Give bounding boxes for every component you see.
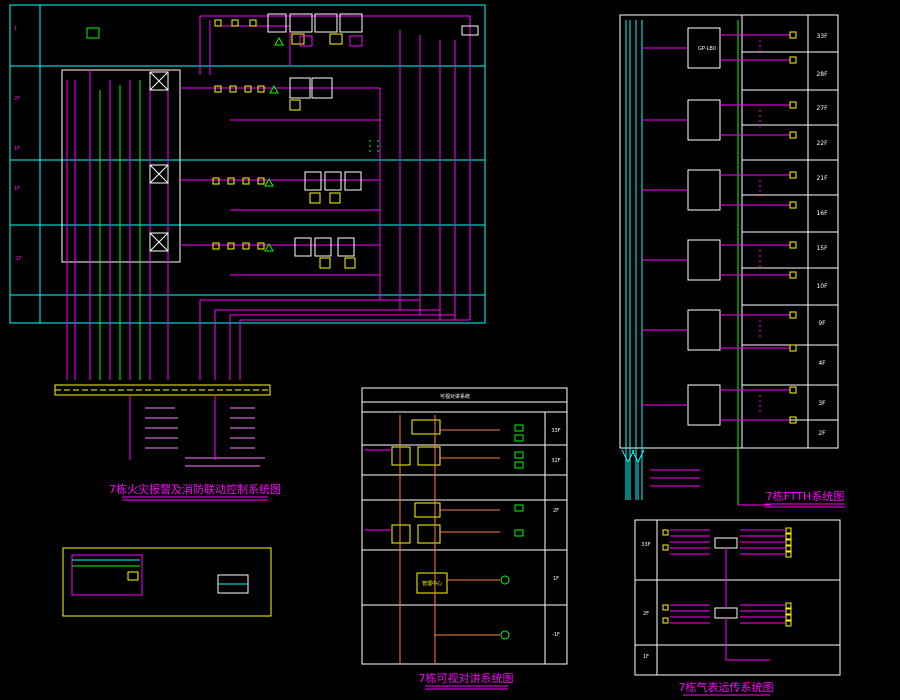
fiber-floor-label: 4F [818,360,826,367]
intercom-header: 可视对讲系统 [440,393,470,400]
fire-alarm-diagram: 1 2F 1F 1F -1F [9,4,486,467]
gas-meter-diagram: 33F 2F 1F [634,519,841,676]
intercom-device-label: 管理中心 [422,580,442,587]
intercom-floor-label: 1F [553,576,559,582]
intercom-title: 7栋可视对讲系统图 [419,671,514,685]
intercom-floor-label: 2F [553,508,559,514]
intercom-floor-label: 33F [551,428,560,434]
fiber-floor-label: 10F [816,283,828,290]
gas-floor-label: 33F [641,542,650,548]
svg-text:2F: 2F [14,96,20,102]
fiber-floor-label: 33F [816,33,828,40]
fiber-floor-label: 16F [816,210,828,217]
svg-text:-1F: -1F [14,256,22,262]
fiber-floor-label: 22F [816,140,828,147]
gas-title: 7栋气表远传系统图 [679,680,774,694]
fiber-floor-label: 21F [816,175,828,182]
fiber-floor-label: 28F [816,71,828,78]
gas-floor-label: 2F [643,611,649,617]
ftth-title: 7栋FTTH系统图 [766,489,845,503]
fiber-floor-label: 9F [818,320,826,327]
fiber-floor-label: 3F [818,400,826,407]
intercom-diagram: 可视对讲系统 管理中心 [361,387,568,665]
fiber-floor-label: 15F [816,245,828,252]
intercom-floor-label: 32F [551,458,560,464]
fiber-box-label: GP-LB0 [698,46,716,52]
svg-text:1F: 1F [14,186,20,192]
svg-text:1: 1 [14,26,17,32]
fiber-floor-label: 27F [816,105,828,112]
gas-floor-label: 1F [643,654,649,660]
svg-text:1F: 1F [14,146,20,152]
ftth-diagram: GP-LB0 [619,14,839,506]
intercom-floor-label: -1F [552,632,560,638]
fire-alarm-title: 7栋火灾报警及消防联动控制系统图 [109,482,281,496]
legend-box [62,547,272,617]
fiber-floor-label: 2F [818,430,826,437]
